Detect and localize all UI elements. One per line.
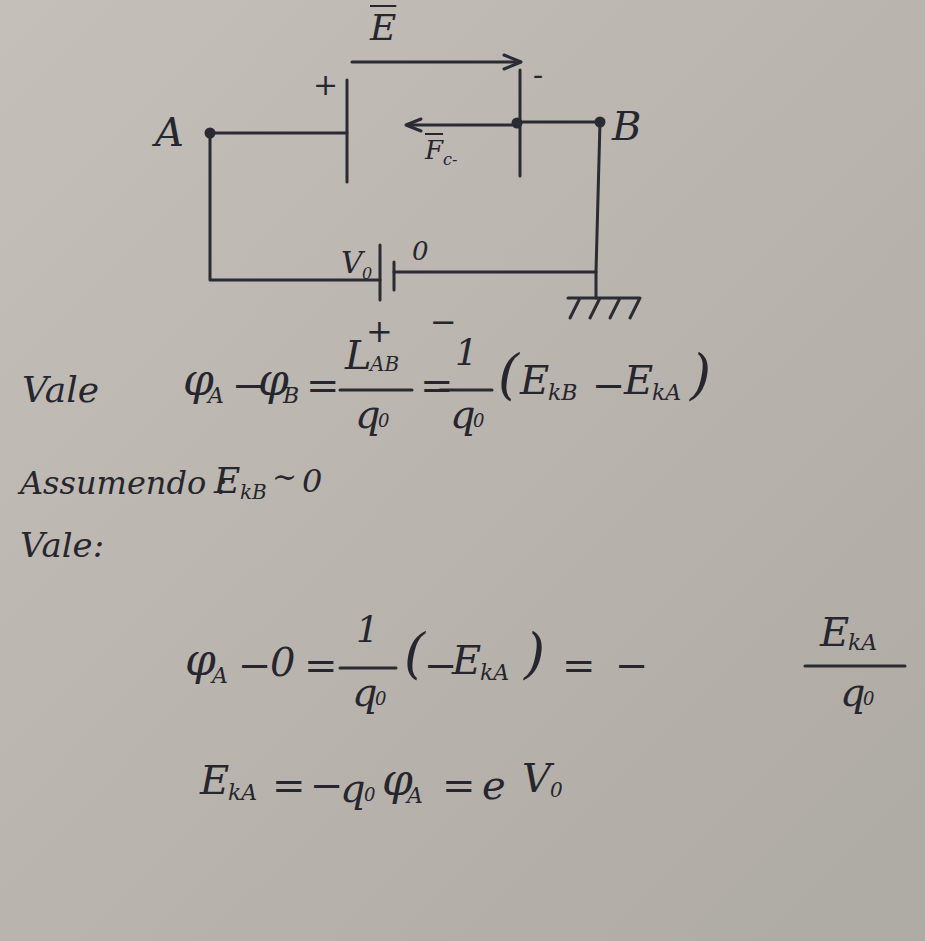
handwritten-text: kB xyxy=(548,382,578,404)
handwritten-text: 0 xyxy=(270,642,295,682)
handwritten-text: AB xyxy=(370,354,399,374)
handwritten-text: − xyxy=(615,645,649,685)
handwritten-text: 0 xyxy=(362,266,372,282)
fraction-bar xyxy=(340,667,396,670)
handwritten-text: c- xyxy=(443,152,457,168)
handwritten-text: − xyxy=(430,306,457,338)
handwritten-text: Vale xyxy=(22,372,99,408)
handwritten-text: B xyxy=(283,385,299,407)
arrow-head xyxy=(504,55,521,69)
handwritten-text: = xyxy=(420,365,454,405)
handwritten-text: − xyxy=(310,765,344,805)
ground-symbol xyxy=(568,298,640,318)
handwritten-text: 0 xyxy=(364,786,375,804)
handwritten-text: − xyxy=(238,645,272,685)
handwritten-text: kA xyxy=(652,382,681,404)
handwritten-text: A xyxy=(155,112,184,152)
handwritten-text: = xyxy=(272,765,306,805)
fraction-bar xyxy=(805,665,905,668)
battery-plate xyxy=(379,245,382,300)
charge-dot xyxy=(513,119,521,127)
handwritten-text: ) xyxy=(690,348,711,402)
handwritten-text: kA xyxy=(480,662,509,684)
arrow-head xyxy=(406,119,421,131)
handwritten-text: A xyxy=(212,665,228,687)
handwritten-text: E xyxy=(624,360,653,400)
handwritten-text: E xyxy=(370,10,396,46)
handwritten-text: V xyxy=(522,758,551,798)
wire xyxy=(394,122,600,272)
force-arrow xyxy=(410,124,512,127)
handwritten-text: V xyxy=(341,248,363,278)
battery-plate xyxy=(393,262,396,290)
wire xyxy=(595,272,598,298)
handwritten-text: kB xyxy=(240,482,267,502)
handwritten-text: E xyxy=(214,463,240,499)
handwritten-text: ) xyxy=(524,627,545,681)
handwritten-text: ( xyxy=(404,627,425,681)
handwritten-text: - xyxy=(533,60,543,90)
field-arrow xyxy=(352,61,515,64)
handwritten-text: = xyxy=(306,365,340,405)
handwritten-text: B xyxy=(612,106,641,146)
handwritten-text: = xyxy=(304,645,338,685)
wire xyxy=(210,132,347,135)
handwritten-text: 0 xyxy=(550,780,563,800)
handwritten-text: = xyxy=(562,645,596,685)
handwritten-text: 0 xyxy=(473,412,484,430)
handwritten-text: 0 xyxy=(378,412,389,430)
handwritten-text: E xyxy=(820,612,849,652)
handwritten-text: F xyxy=(425,137,443,163)
handwritten-text: q xyxy=(355,394,381,434)
handwritten-text: E xyxy=(520,360,549,400)
handwritten-text: + xyxy=(313,70,338,100)
handwritten-text: 0 xyxy=(302,465,322,497)
handwritten-text: = xyxy=(442,765,476,805)
capacitor-plate xyxy=(346,80,349,182)
handwritten-text: Assumendo : xyxy=(20,467,227,499)
handwritten-text: L xyxy=(345,335,372,375)
handwritten-text: φ xyxy=(185,638,216,682)
handwritten-text: 1 xyxy=(356,612,379,648)
handwritten-text: 0 xyxy=(375,690,386,708)
handwritten-text: 1 xyxy=(455,335,478,371)
handwritten-text: A xyxy=(208,385,224,407)
handwritten-text: ( xyxy=(498,348,519,402)
handwritten-text: 0 xyxy=(412,238,429,264)
handwritten-text: q xyxy=(450,394,476,434)
handwritten-text: A xyxy=(407,785,423,807)
handwritten-text: e xyxy=(482,765,506,805)
handwritten-text: − xyxy=(592,365,626,405)
wire xyxy=(210,133,380,280)
handwritten-text: Vale: xyxy=(20,528,104,562)
handwritten-text: kA xyxy=(228,782,257,804)
handwritten-text: kA xyxy=(848,632,877,654)
handwritten-text: q xyxy=(352,672,378,712)
wire xyxy=(520,121,600,124)
handwritten-text: q xyxy=(840,672,866,712)
fraction-bar xyxy=(340,389,412,392)
handwritten-text: E xyxy=(200,760,229,800)
handwritten-text: E xyxy=(452,640,481,680)
handwritten-text: ∼ xyxy=(272,462,297,492)
handwritten-text: 0 xyxy=(863,690,874,708)
handwritten-text: q xyxy=(340,768,366,808)
